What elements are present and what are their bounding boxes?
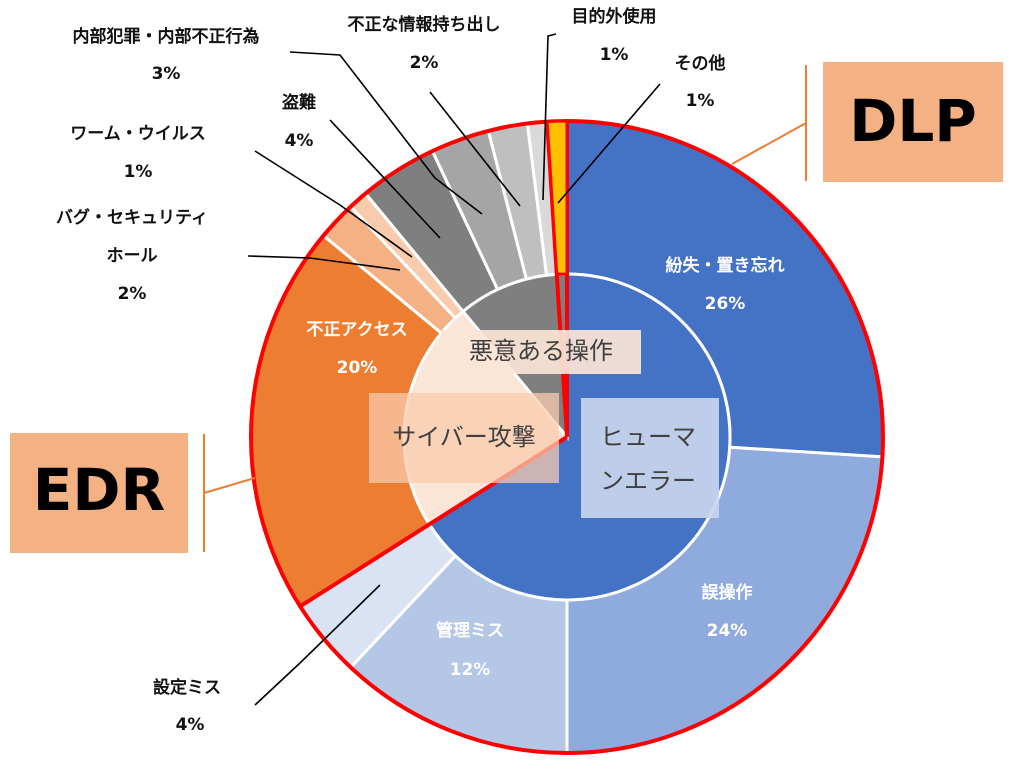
slice-category-label: バグ・セキュリティ [56, 207, 208, 228]
slice-percent-label: 2% [118, 284, 147, 304]
group-label-1: サイバー攻撃 [369, 393, 559, 483]
slice-label-9: 不正な情報持ち出し 2% [348, 14, 521, 207]
slice-percent-label: 20% [337, 358, 378, 378]
slice-percent-label: 1% [124, 162, 153, 182]
slice-category-label: 不正な情報持ち出し [348, 14, 501, 35]
slice-percent-label: 1% [686, 91, 715, 111]
slice-label-6: ワーム・ウイルス 1% [70, 124, 413, 258]
slice-label-10: 目的外使用 1% [542, 6, 657, 201]
group-label-text: 悪意ある操作 [469, 337, 613, 365]
slice-category-label: 目的外使用 [572, 6, 657, 27]
slice-label-3: 設定ミス 4% [153, 584, 381, 735]
slice-percent-label: 2% [410, 53, 439, 73]
slice-category-label: 誤操作 [702, 582, 753, 603]
slice-label-8: 内部犯罪・内部不正行為 3% [73, 26, 483, 215]
slice-percent-label: 12% [450, 660, 491, 680]
slice-label-11: その他 1% [557, 53, 726, 204]
slice-percent-label: 4% [285, 131, 314, 151]
badge-leader [731, 122, 807, 165]
slice-label-4: 不正アクセス 20% [306, 320, 407, 378]
leader-line [557, 83, 661, 204]
group-label-2: 悪意ある操作 [441, 330, 641, 374]
slice-category-label: 不正アクセス [306, 320, 407, 340]
slice-percent-label: 24% [707, 621, 748, 641]
slice-category-label: 内部犯罪・内部不正行為 [73, 26, 260, 47]
slice-label-2: 管理ミス 12% [436, 620, 504, 680]
badge-box [823, 62, 1003, 182]
slice-percent-label: 3% [152, 64, 181, 84]
slice-label-7: 盗難 4% [282, 92, 441, 239]
badge-text: DLP [849, 87, 977, 155]
slice-category-label: 管理ミス [436, 620, 504, 641]
slice-category-label: 紛失・置き忘れ [666, 255, 785, 276]
slice-category-label: ホール [107, 246, 158, 266]
badge-box [10, 433, 188, 553]
leader-line [254, 150, 413, 258]
leader-line [329, 119, 441, 239]
leader-line [542, 33, 557, 201]
leader-line [429, 91, 521, 207]
leader-line [254, 584, 381, 706]
badge-dlp: DLP [731, 62, 1003, 182]
slice-percent-label: 1% [600, 45, 629, 65]
slice-label-0: 紛失・置き忘れ 26% [666, 255, 785, 314]
slice-category-label: 設定ミス [153, 677, 221, 698]
group-label-text: サイバー攻撃 [392, 423, 536, 451]
badge-leader [203, 477, 256, 494]
group-label-text: ヒューマ [600, 423, 696, 451]
group-label-box [581, 398, 719, 518]
badge-edr: EDR [10, 433, 256, 553]
leader-line [289, 51, 483, 215]
slice-category-label: ワーム・ウイルス [70, 124, 206, 144]
slice-category-label: その他 [675, 53, 726, 74]
group-label-box [369, 393, 559, 483]
badge-text: EDR [33, 456, 165, 524]
slice-percent-label: 26% [705, 294, 746, 314]
group-label-text: ンエラー [600, 467, 696, 495]
leader-line [247, 255, 401, 271]
slice-label-1: 誤操作 24% [702, 582, 753, 641]
slice-category-label: 盗難 [282, 92, 316, 113]
slice-percent-label: 4% [176, 715, 205, 735]
group-label-box [441, 330, 641, 374]
